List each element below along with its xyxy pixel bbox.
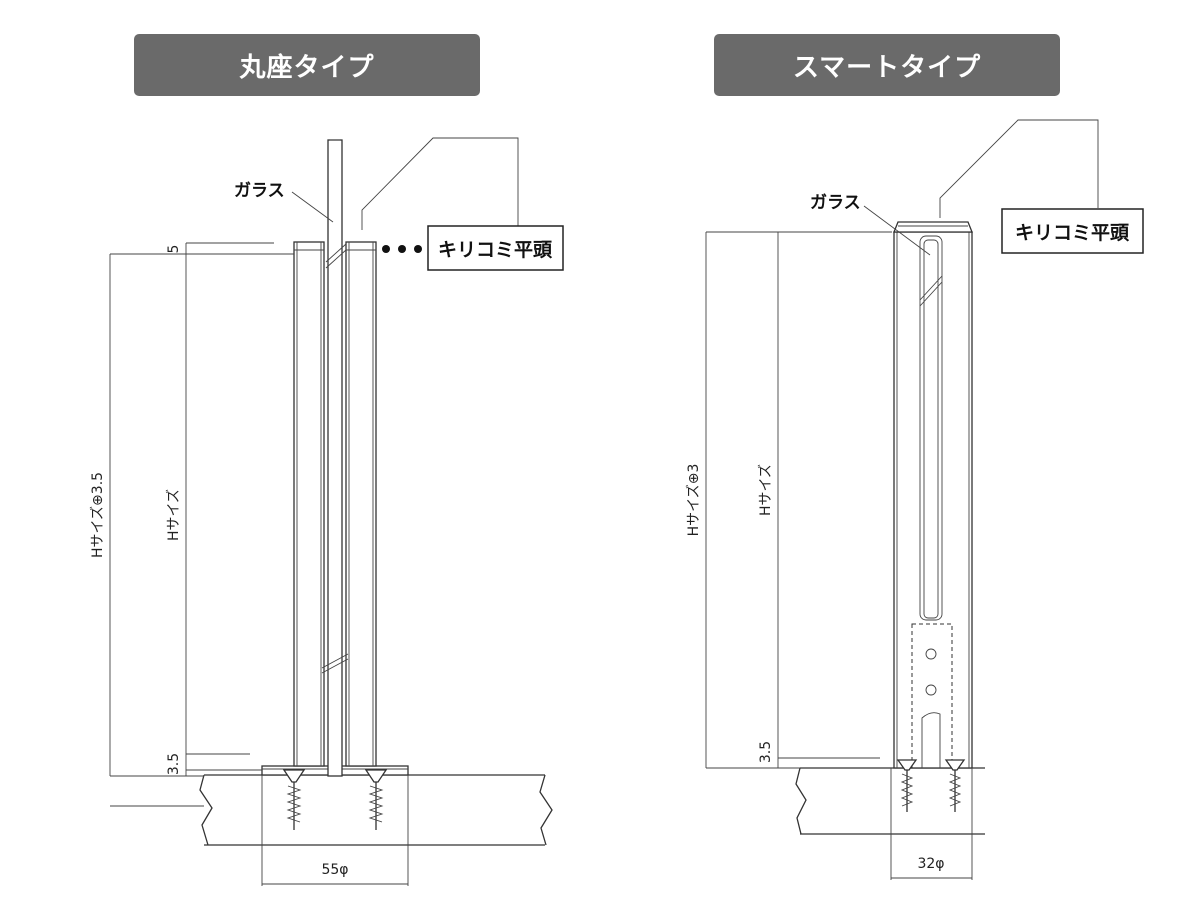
right-screw-b bbox=[944, 759, 966, 812]
left-diagram: 55φ Hサイズ⊕3.5 Hサイズ 5 3.5 ガラス キリコミ平頭 bbox=[90, 137, 564, 886]
left-screw-b bbox=[364, 769, 388, 830]
right-post-body bbox=[893, 231, 973, 769]
right-screw-a bbox=[896, 759, 918, 812]
left-dot-icon bbox=[414, 245, 422, 253]
left-post-tube-a bbox=[293, 241, 325, 767]
left-dot-icon bbox=[382, 245, 390, 253]
right-dim-total: Hサイズ⊕3 bbox=[686, 464, 702, 537]
left-dim-total: Hサイズ⊕3.5 bbox=[90, 472, 106, 558]
left-post-tube-b bbox=[345, 241, 377, 767]
right-dim-bottom: 3.5 bbox=[758, 741, 774, 763]
left-dim-top: 5 bbox=[166, 245, 182, 254]
right-screw-label: キリコミ平頭 bbox=[1015, 222, 1130, 244]
left-screw-a bbox=[282, 769, 306, 830]
left-glass-panel bbox=[327, 139, 343, 777]
left-dim-bottom: 3.5 bbox=[166, 753, 182, 775]
tab-maruza-type: 丸座タイプ bbox=[134, 34, 480, 96]
left-dim-h: Hサイズ bbox=[166, 489, 182, 541]
right-screw-label-box bbox=[1001, 208, 1144, 254]
right-post-cap bbox=[893, 221, 973, 233]
left-dot-icon bbox=[398, 245, 406, 253]
right-glass-slot bbox=[919, 235, 943, 621]
right-dim-h: Hサイズ bbox=[758, 464, 774, 516]
left-diameter-label: 55φ bbox=[321, 862, 348, 878]
left-glass-label: ガラス bbox=[234, 181, 285, 201]
tab-smart-type: スマートタイプ bbox=[714, 34, 1060, 96]
right-hole-icon bbox=[925, 648, 937, 660]
right-glass-label: ガラス bbox=[810, 193, 861, 213]
left-screw-label-box bbox=[427, 225, 564, 271]
right-hole-icon bbox=[925, 684, 937, 696]
right-diagram: 32φ Hサイズ⊕3 Hサイズ 3.5 ガラス キリコミ平頭 bbox=[686, 119, 1144, 880]
left-screw-label: キリコミ平頭 bbox=[438, 239, 553, 261]
right-diameter-label: 32φ bbox=[917, 856, 944, 872]
left-floor-slab bbox=[110, 774, 553, 846]
right-hidden-anchor bbox=[911, 623, 953, 769]
